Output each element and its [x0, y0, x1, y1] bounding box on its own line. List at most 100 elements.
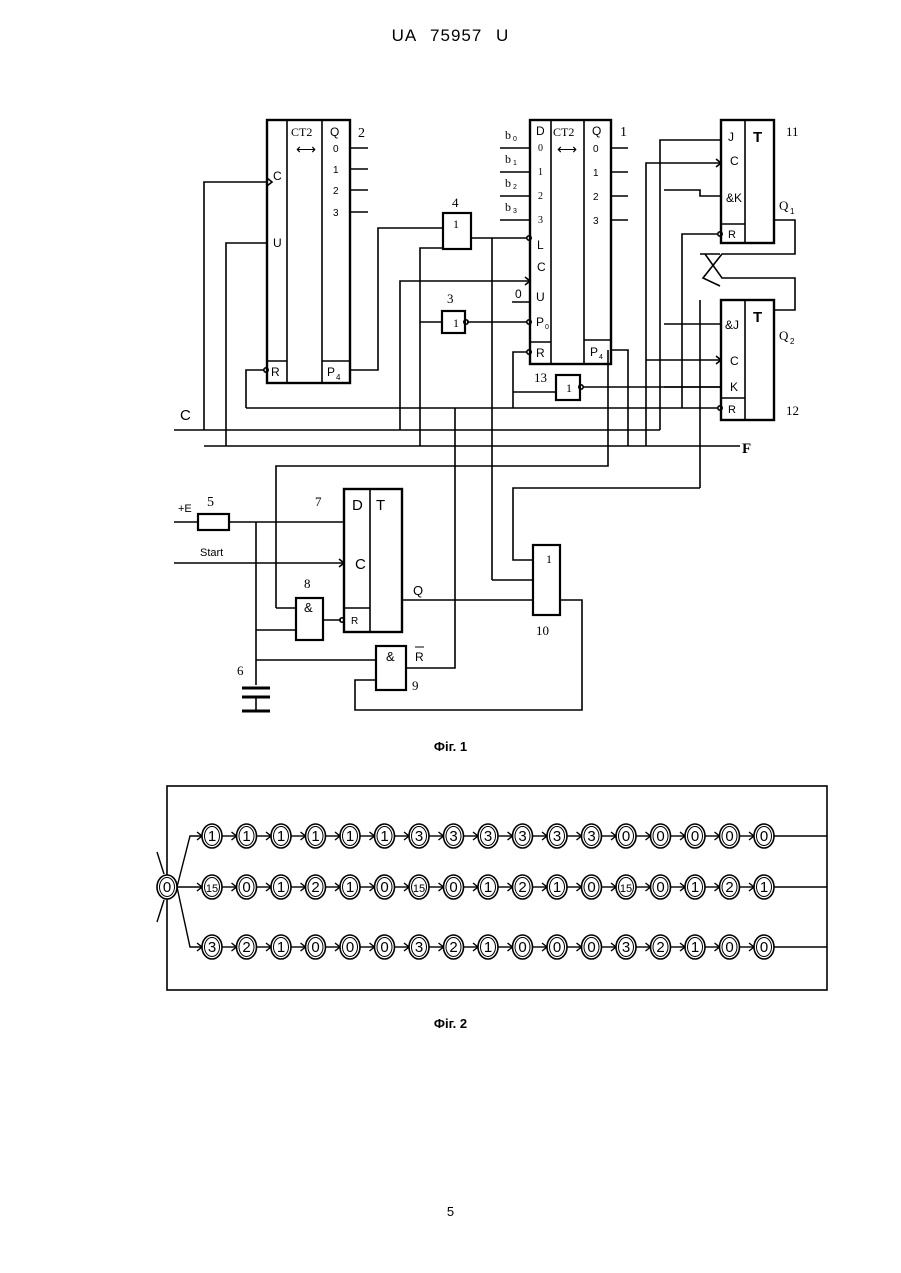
ff-12-r-label: R	[728, 404, 736, 416]
sequence-state-node: 1	[340, 875, 360, 899]
sequence-state-node: 1	[547, 875, 567, 899]
ff-12-j-label: &J	[725, 318, 739, 332]
counter-1-l-label: L	[537, 238, 544, 252]
svg-text:0: 0	[242, 879, 250, 896]
ff-11-r-label: R	[728, 229, 736, 241]
svg-text:2: 2	[518, 879, 526, 896]
sequence-state-node: 0	[513, 935, 533, 959]
ff-11-number: 11	[786, 124, 799, 139]
svg-text:2: 2	[242, 939, 250, 956]
sequence-state-node: 3	[409, 824, 429, 848]
svg-text:1: 1	[277, 828, 285, 845]
svg-text:0: 0	[622, 828, 630, 845]
counter-1-p0-sub: 0	[545, 324, 549, 331]
sequence-state-node: 2	[720, 875, 740, 899]
svg-text:0: 0	[518, 939, 526, 956]
ff-11-k-label: &K	[726, 191, 742, 205]
and-9-symbol: &	[386, 649, 395, 664]
sequence-state-node: 0	[340, 935, 360, 959]
svg-text:3: 3	[415, 939, 423, 956]
sequence-state-node: 0	[582, 935, 602, 959]
svg-text:1: 1	[553, 879, 561, 896]
inverter-3-symbol: 1	[453, 316, 459, 330]
counter-2-p-label: P	[327, 365, 335, 379]
sequence-state-node: 0	[754, 824, 774, 848]
svg-text:1: 1	[311, 828, 319, 845]
inverter-3-number: 3	[447, 291, 454, 306]
ff-7-q-label: Q	[413, 583, 423, 598]
sequence-state-node: 3	[513, 824, 533, 848]
ff-7-d-label: D	[352, 497, 363, 514]
sequence-state-node: 1	[685, 875, 705, 899]
sequence-state-node: 15	[616, 875, 636, 899]
sequence-start-node: 0	[157, 875, 177, 899]
sequence-state-node: 0	[616, 824, 636, 848]
sequence-state-node: 2	[444, 935, 464, 959]
svg-text:0: 0	[163, 879, 171, 896]
svg-text:0: 0	[449, 879, 457, 896]
ff-7-c-label: C	[355, 556, 366, 573]
svg-text:0: 0	[587, 879, 595, 896]
ff-12-number: 12	[786, 403, 799, 418]
counter-2-u-label: U	[273, 236, 282, 250]
sequence-state-node: 3	[409, 935, 429, 959]
svg-text:0: 0	[346, 939, 354, 956]
sequence-state-node: 15	[409, 875, 429, 899]
svg-text:1: 1	[277, 879, 285, 896]
svg-text:1: 1	[380, 828, 388, 845]
inverter-13-symbol: 1	[566, 381, 572, 395]
inverter-13-number: 13	[534, 370, 547, 385]
svg-text:0: 0	[656, 828, 664, 845]
counter-1-number: 1	[620, 125, 627, 140]
ff-7-r-label: R	[351, 616, 358, 627]
sequence-state-node: 1	[478, 935, 498, 959]
sequence-state-node: 3	[582, 824, 602, 848]
counter-1-p4-label: P	[590, 345, 598, 359]
counter-1-zero-label: 0	[515, 287, 522, 301]
counter-1-q-label: Q	[592, 124, 601, 138]
counter-2-out-label: 2	[333, 186, 339, 197]
counter-1-d-label: D	[536, 124, 545, 138]
counter-1-p0-label: P	[536, 315, 544, 329]
counter-1-in-label: 3	[538, 215, 543, 226]
sequence-state-node: 3	[478, 824, 498, 848]
sequence-state-node: 3	[547, 824, 567, 848]
ff-11-q-label: Q	[779, 198, 789, 213]
figure-1-caption: Фіг. 1	[0, 739, 901, 754]
and-8-number: 8	[304, 576, 311, 591]
ff-12-q-sub: 2	[790, 337, 795, 346]
svg-text:0: 0	[380, 879, 388, 896]
b1-label: b	[505, 152, 511, 166]
figure-2-caption: Фіг. 2	[0, 1016, 901, 1031]
b3-sub: 3	[513, 208, 517, 215]
sequence-state-node: 2	[513, 875, 533, 899]
or-10-number: 10	[536, 623, 549, 638]
ff-12-k-label: K	[730, 380, 738, 394]
counter-1-out-label: 2	[593, 192, 599, 203]
and-8-symbol: &	[304, 600, 313, 615]
svg-text:2: 2	[725, 879, 733, 896]
svg-text:3: 3	[208, 939, 216, 956]
counter-1-in-label: 0	[538, 143, 543, 154]
b3-label: b	[505, 200, 511, 214]
svg-text:1: 1	[242, 828, 250, 845]
svg-text:0: 0	[553, 939, 561, 956]
sequence-state-node: 0	[237, 875, 257, 899]
sequence-state-node: 1	[271, 824, 291, 848]
ff-11-q-sub: 1	[790, 207, 795, 216]
sequence-state-node: 1	[271, 935, 291, 959]
svg-text:0: 0	[587, 939, 595, 956]
svg-text:3: 3	[587, 828, 595, 845]
svg-text:0: 0	[380, 939, 388, 956]
counter-1-arrow: ⟷	[557, 141, 577, 157]
svg-text:0: 0	[691, 828, 699, 845]
counter-2-title: CT2	[291, 125, 312, 139]
svg-text:2: 2	[656, 939, 664, 956]
svg-text:15: 15	[620, 883, 632, 895]
sequence-state-node: 2	[651, 935, 671, 959]
ff-12-q-label: Q	[779, 328, 789, 343]
sequence-state-node: 1	[340, 824, 360, 848]
page-number: 5	[0, 1204, 901, 1219]
b0-sub: 0	[513, 136, 517, 143]
